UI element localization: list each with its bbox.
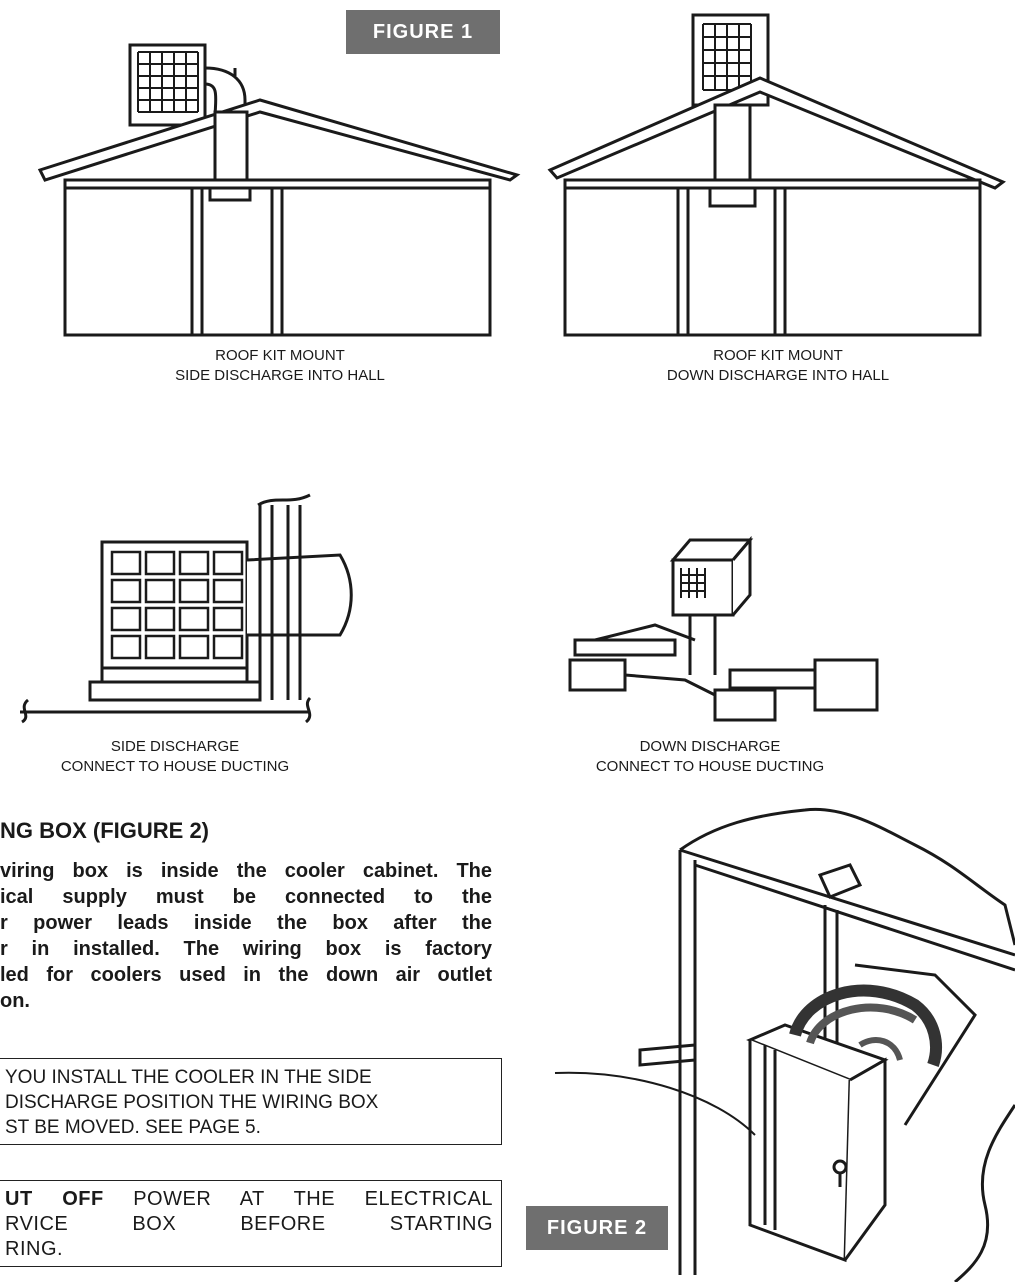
panel-3-caption-line2: CONNECT TO HOUSE DUCTING	[60, 758, 290, 775]
figure-1-badge: FIGURE 1	[346, 10, 500, 54]
section-body: viring box is inside the cooler cabinet.…	[0, 858, 492, 1014]
wiring-box-illustration	[554, 807, 1015, 1282]
panel-3-caption-line1: SIDE DISCHARGE	[110, 738, 240, 755]
note1-line: ST BE MOVED. SEE PAGE 5.	[5, 1117, 261, 1138]
body-line: r in installed. The wiring box is factor…	[0, 938, 492, 960]
note1-line: YOU INSTALL THE COOLER IN THE SIDE	[5, 1067, 372, 1088]
note1-line: DISCHARGE POSITION THE WIRING BOX	[5, 1092, 379, 1113]
side-discharge-ducting-illustration	[20, 493, 353, 724]
note2-line1-rest: POWER AT THE ELECTRICAL	[103, 1188, 493, 1210]
body-line: r power leads inside the box after the	[0, 912, 492, 934]
body-line: led for coolers used in the down air out…	[0, 964, 492, 986]
panel-4-caption: DOWN DISCHARGE CONNECT TO HOUSE DUCTING	[550, 737, 870, 777]
panel-2-caption-line1: ROOF KIT MOUNT	[713, 347, 843, 364]
section-heading: NG BOX (FIGURE 2)	[0, 818, 210, 843]
note2-line3: RING.	[5, 1238, 64, 1260]
note-box-side-discharge: YOU INSTALL THE COOLER IN THE SIDE DISCH…	[0, 1058, 502, 1145]
panel-2-caption: ROOF KIT MOUNT DOWN DISCHARGE INTO HALL	[618, 346, 938, 386]
note2-bold: UT OFF	[5, 1188, 104, 1210]
roof-kit-side-discharge-illustration	[37, 43, 521, 337]
panel-1-caption-line2: SIDE DISCHARGE INTO HALL	[175, 367, 385, 384]
panel-3-caption: SIDE DISCHARGE CONNECT TO HOUSE DUCTING	[15, 737, 335, 777]
panel-4-caption-line2: CONNECT TO HOUSE DUCTING	[595, 758, 825, 775]
body-line: ical supply must be connected to the	[0, 886, 492, 908]
note2-line2: RVICE BOX BEFORE STARTING	[5, 1213, 493, 1235]
down-discharge-ducting-illustration	[568, 535, 879, 722]
roof-kit-down-discharge-illustration	[547, 13, 1006, 337]
body-line: on.	[0, 990, 30, 1012]
note-box-power-warning: UT OFF POWER AT THE ELECTRICAL RVICE BOX…	[0, 1180, 502, 1267]
note2-line1: UT OFF POWER AT THE ELECTRICAL	[5, 1187, 493, 1212]
panel-1-caption: ROOF KIT MOUNT SIDE DISCHARGE INTO HALL	[120, 346, 440, 386]
body-line: viring box is inside the cooler cabinet.…	[0, 860, 492, 882]
panel-4-caption-line1: DOWN DISCHARGE	[639, 738, 781, 755]
panel-1-caption-line1: ROOF KIT MOUNT	[215, 347, 345, 364]
figure-2-badge: FIGURE 2	[526, 1206, 668, 1250]
panel-2-caption-line2: DOWN DISCHARGE INTO HALL	[666, 367, 890, 384]
